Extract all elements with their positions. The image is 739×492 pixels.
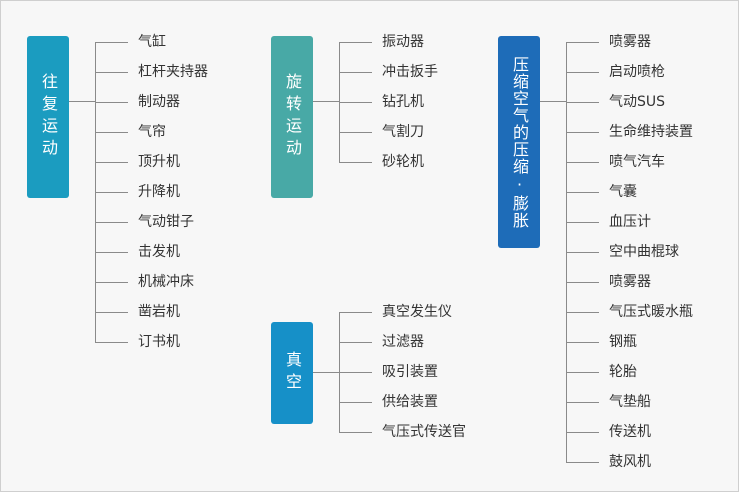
category-box-rotary: 旋转运动 <box>271 36 313 198</box>
item-label: 制动器 <box>138 94 180 110</box>
branch-line <box>95 132 128 133</box>
branch-line <box>95 192 128 193</box>
item-label: 过滤器 <box>382 334 424 350</box>
connector-reciprocating <box>69 101 95 102</box>
branch-line <box>339 42 372 43</box>
item-label: 气垫船 <box>609 394 651 410</box>
branch-line <box>95 252 128 253</box>
item-label: 气压式暖水瓶 <box>609 304 693 320</box>
branch-line <box>95 222 128 223</box>
branch-line <box>566 252 599 253</box>
item-label: 气动钳子 <box>138 214 194 230</box>
item-label: 吸引装置 <box>382 364 438 380</box>
branch-line <box>339 432 372 433</box>
branch-line <box>566 192 599 193</box>
item-label: 气动SUS <box>609 94 666 110</box>
branch-line <box>95 312 128 313</box>
branch-line <box>339 72 372 73</box>
branch-line <box>566 42 599 43</box>
branch-line <box>95 342 128 343</box>
category-label-rotary: 旋转运动 <box>283 73 302 161</box>
item-label: 血压计 <box>609 214 651 230</box>
item-label: 喷雾器 <box>609 34 651 50</box>
branch-line <box>95 42 128 43</box>
branch-line <box>566 312 599 313</box>
branch-line <box>339 342 372 343</box>
category-box-vacuum: 真空 <box>271 322 313 424</box>
item-label: 喷气汽车 <box>609 154 665 170</box>
item-label: 传送机 <box>609 424 651 440</box>
branch-line <box>95 282 128 283</box>
item-label: 空中曲棍球 <box>609 244 679 260</box>
branch-line <box>339 162 372 163</box>
item-label: 气压式传送官 <box>382 424 466 440</box>
branch-line <box>566 462 599 463</box>
item-label: 真空发生仪 <box>382 304 452 320</box>
branch-line <box>566 162 599 163</box>
branch-line <box>566 282 599 283</box>
branch-line <box>566 372 599 373</box>
branch-line <box>339 312 372 313</box>
item-label: 气缸 <box>138 34 166 50</box>
branch-line <box>339 132 372 133</box>
category-box-reciprocating: 往复运动 <box>27 36 69 198</box>
branch-line <box>339 102 372 103</box>
item-label: 升降机 <box>138 184 180 200</box>
item-label: 凿岩机 <box>138 304 180 320</box>
item-label: 钢瓶 <box>609 334 637 350</box>
branch-line <box>95 72 128 73</box>
item-label: 气帘 <box>138 124 166 140</box>
category-label-vacuum: 真空 <box>283 351 302 395</box>
category-box-compressed: 压缩空气的压缩·膨胀 <box>498 36 540 248</box>
item-label: 轮胎 <box>609 364 637 380</box>
connector-vacuum <box>313 372 339 373</box>
branch-line <box>566 132 599 133</box>
branch-line <box>566 72 599 73</box>
item-label: 钻孔机 <box>382 94 424 110</box>
branch-line <box>339 372 372 373</box>
branch-line <box>95 162 128 163</box>
branch-line <box>566 432 599 433</box>
item-label: 砂轮机 <box>382 154 424 170</box>
item-label: 气割刀 <box>382 124 424 140</box>
connector-compressed <box>540 101 566 102</box>
branch-line <box>566 342 599 343</box>
item-label: 生命维持装置 <box>609 124 693 140</box>
item-label: 订书机 <box>138 334 180 350</box>
branch-line <box>339 402 372 403</box>
branch-line <box>566 102 599 103</box>
category-label-compressed: 压缩空气的压缩·膨胀 <box>510 55 529 229</box>
item-label: 喷雾器 <box>609 274 651 290</box>
item-label: 冲击扳手 <box>382 64 438 80</box>
item-label: 杠杆夹持器 <box>138 64 208 80</box>
item-label: 鼓风机 <box>609 454 651 470</box>
connector-rotary <box>313 101 339 102</box>
item-label: 供给装置 <box>382 394 438 410</box>
item-label: 击发机 <box>138 244 180 260</box>
category-label-reciprocating: 往复运动 <box>39 73 58 161</box>
item-label: 启动喷枪 <box>609 64 665 80</box>
branch-line <box>95 102 128 103</box>
branch-line <box>566 402 599 403</box>
item-label: 顶升机 <box>138 154 180 170</box>
item-label: 气囊 <box>609 184 637 200</box>
item-label: 振动器 <box>382 34 424 50</box>
branch-line <box>566 222 599 223</box>
item-label: 机械冲床 <box>138 274 194 290</box>
